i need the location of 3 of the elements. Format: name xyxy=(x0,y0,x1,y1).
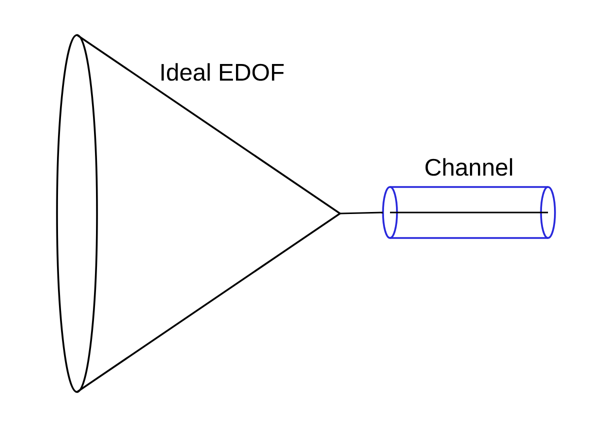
label: Ideal EDOF xyxy=(162,63,284,81)
line xyxy=(340,212,383,214)
label: Channel xyxy=(426,158,512,176)
